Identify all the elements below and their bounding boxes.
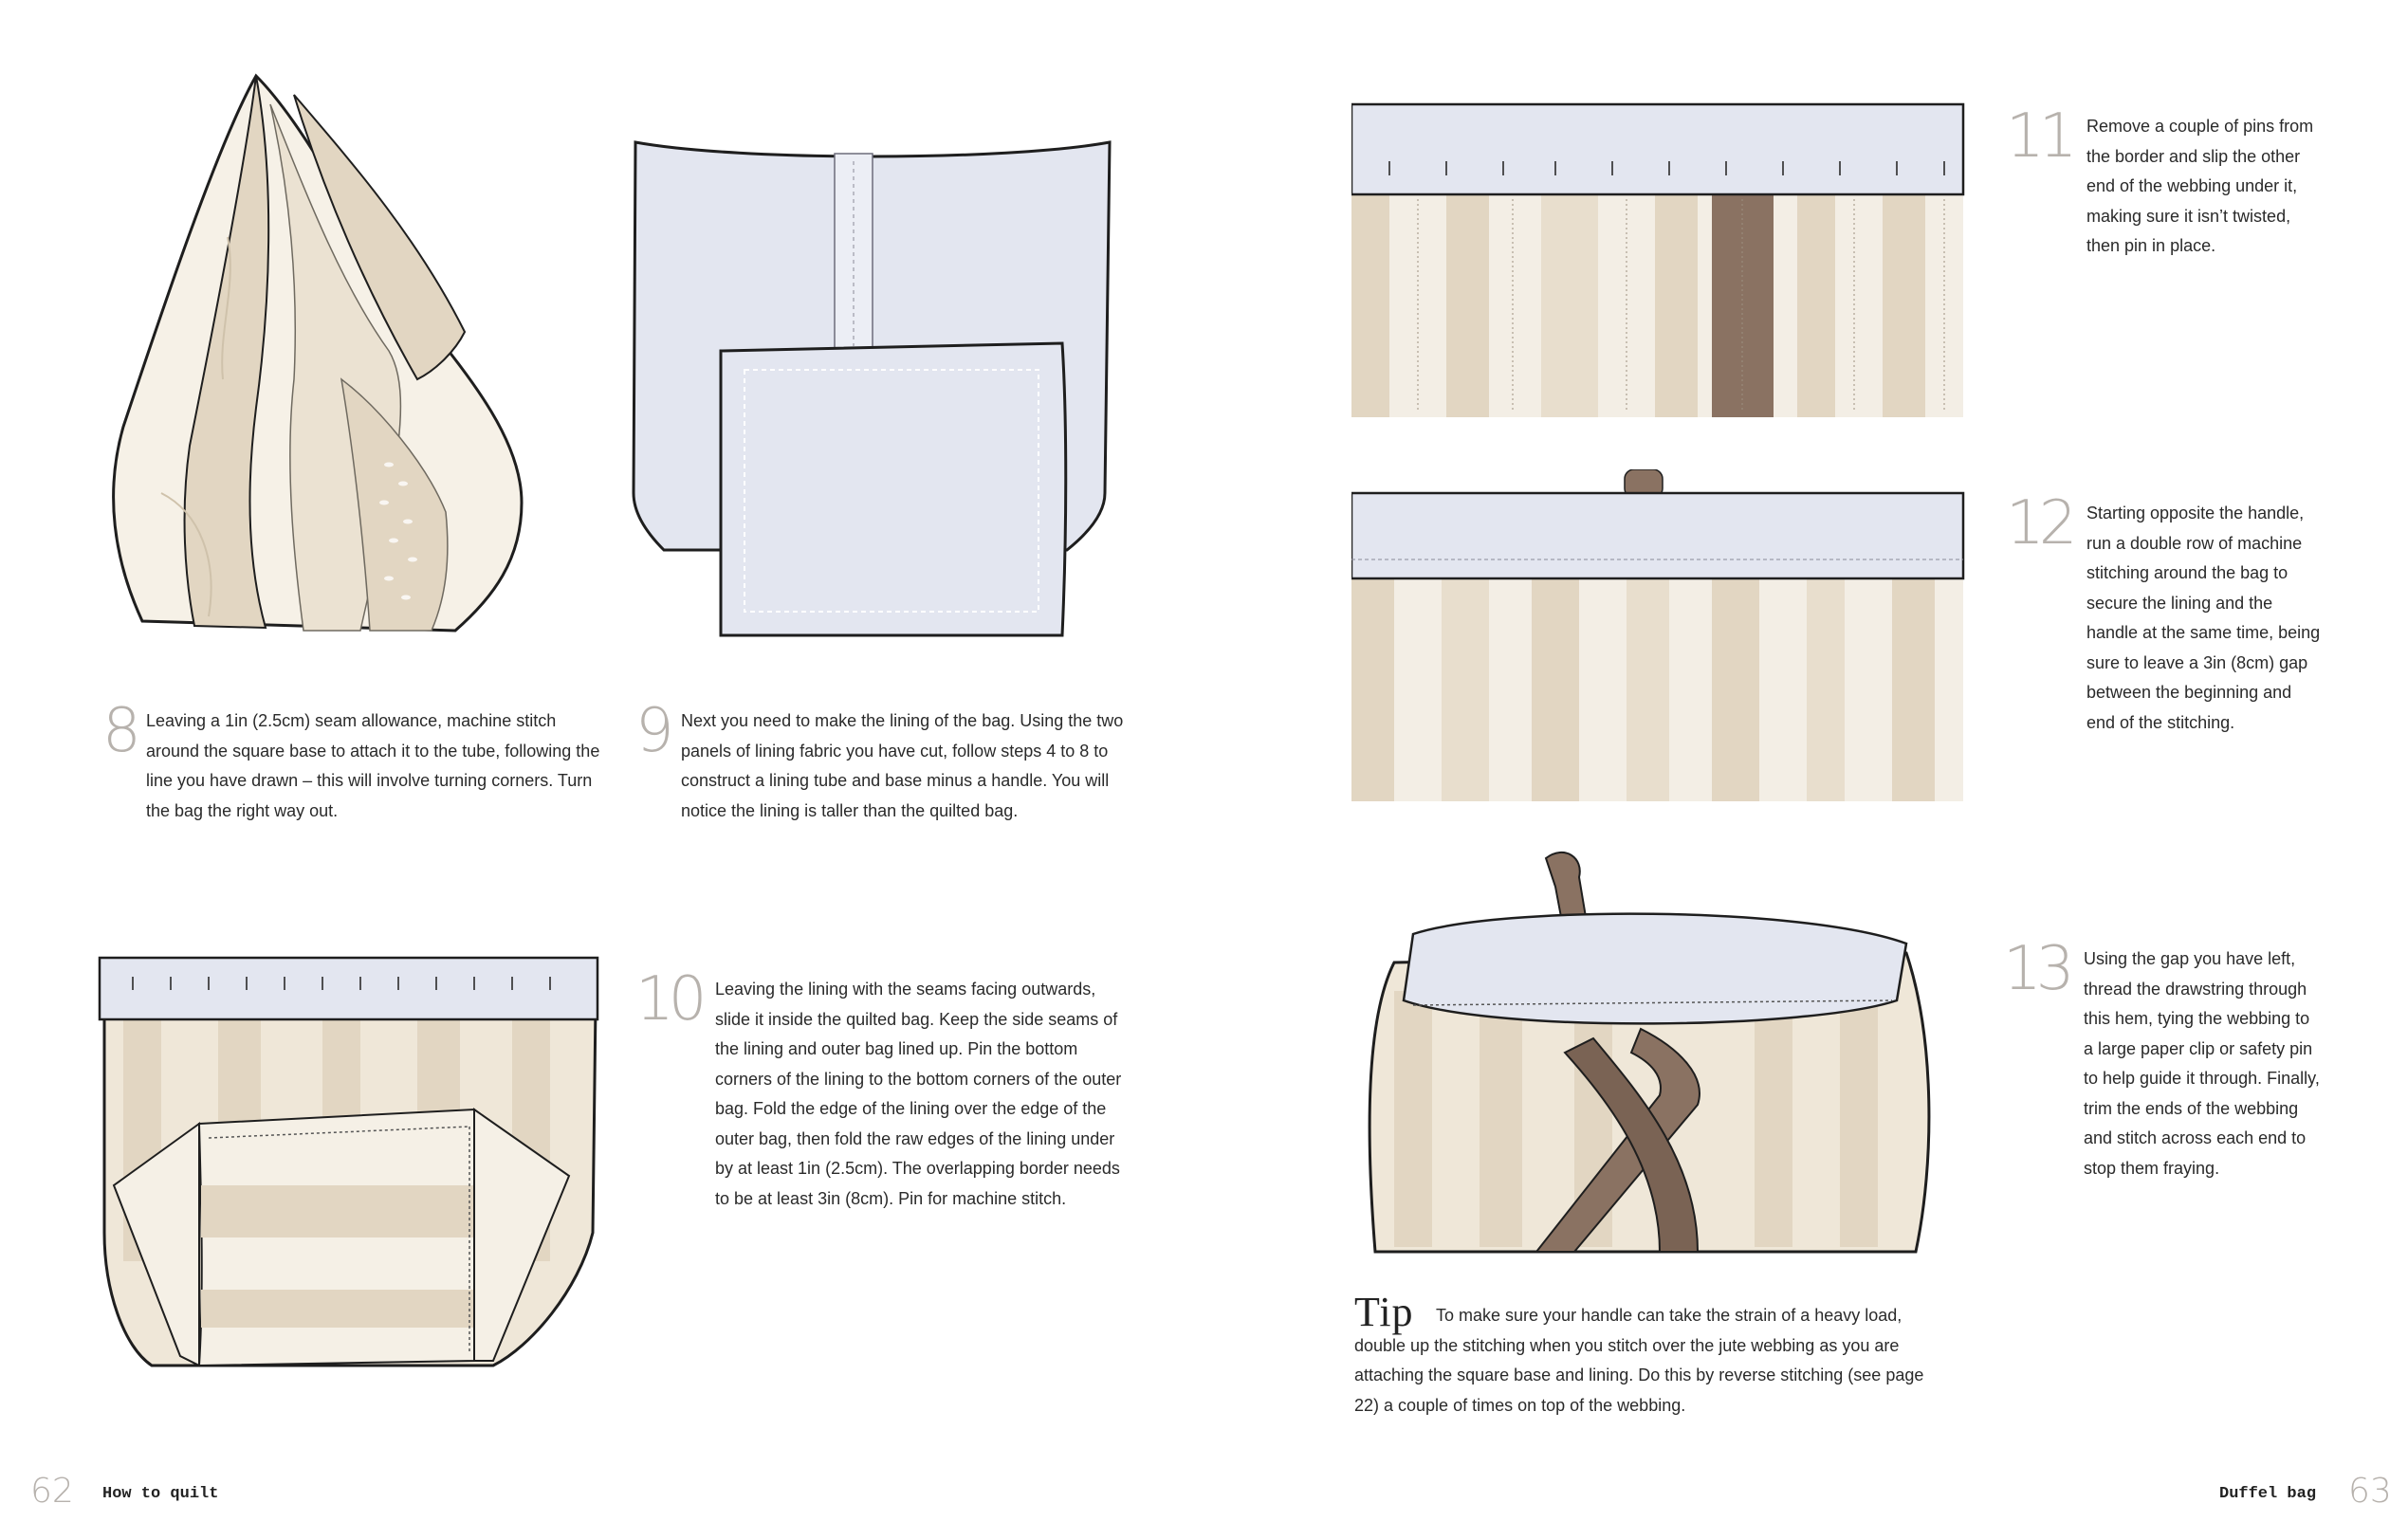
- step-13-number: 13: [2003, 934, 2074, 1004]
- illustration-step-8: [112, 73, 524, 632]
- step-9-number: 9: [635, 696, 674, 766]
- illustration-step-11: [1351, 102, 1965, 417]
- running-head-left: How to quilt: [102, 1485, 219, 1503]
- step-11-number: 11: [2006, 101, 2077, 172]
- tip-text: To make sure your handle can take the st…: [1354, 1306, 1924, 1415]
- step-10-number: 10: [635, 964, 707, 1035]
- illustration-step-9: [632, 140, 1112, 637]
- step-11-text: Remove a couple of pins from the border …: [2086, 117, 2314, 255]
- step-12-text: Starting opposite the handle, run a doub…: [2086, 504, 2321, 732]
- step-9-text: Next you need to make the lining of the …: [681, 711, 1124, 820]
- illustration-step-10: [98, 956, 599, 1367]
- page-number-left: 62: [30, 1472, 74, 1511]
- step-8-number: 8: [102, 696, 141, 766]
- step-13-text: Using the gap you have left, thread the …: [2084, 949, 2320, 1178]
- page-number-right: 63: [2348, 1472, 2392, 1511]
- step-8-text: Leaving a 1in (2.5cm) seam allowance, ma…: [146, 711, 600, 820]
- running-head-right: Duffel bag: [2219, 1485, 2317, 1503]
- illustration-step-13: [1368, 852, 1931, 1254]
- illustration-step-12: [1351, 469, 1965, 801]
- step-10-text: Leaving the lining with the seams facing…: [715, 980, 1122, 1208]
- step-12-number: 12: [2006, 488, 2077, 559]
- tip-label: Tip: [1354, 1289, 1414, 1335]
